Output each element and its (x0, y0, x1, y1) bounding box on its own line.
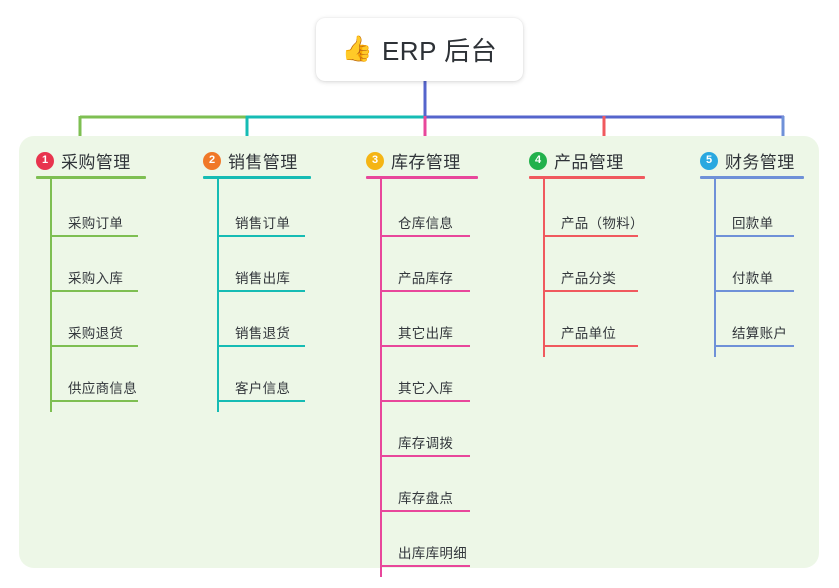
branch-header-1[interactable]: 1 采购管理 (36, 148, 131, 173)
leaf-label[interactable]: 产品（物料） (561, 216, 644, 231)
branch-header-5[interactable]: 5 财务管理 (700, 148, 795, 173)
branch-spine (543, 176, 545, 357)
leaf-rule (543, 290, 638, 292)
branch-title: 销售管理 (228, 153, 298, 172)
root-title: ERP 后台 (381, 36, 498, 66)
branch-spine (217, 176, 219, 412)
branch-badge-3: 3 (366, 151, 384, 170)
leaf-label[interactable]: 客户信息 (235, 381, 291, 396)
leaf-label[interactable]: 采购入库 (68, 271, 124, 286)
leaf-label[interactable]: 销售退货 (235, 326, 291, 341)
leaf-label[interactable]: 付款单 (732, 271, 774, 286)
leaf-label[interactable]: 采购退货 (68, 326, 124, 341)
leaf-rule (380, 510, 470, 512)
branch-title: 产品管理 (554, 153, 624, 172)
branch-badge-2: 2 (203, 151, 221, 170)
leaf-label[interactable]: 库存盘点 (398, 491, 454, 506)
branch-title: 采购管理 (61, 153, 131, 172)
branch-header-rule (36, 176, 146, 179)
branch-spine (714, 176, 716, 357)
leaf-label[interactable]: 库存调拨 (398, 436, 454, 451)
branches-panel (19, 136, 819, 568)
branch-header-rule (700, 176, 804, 179)
leaf-label[interactable]: 出库库明细 (398, 546, 467, 561)
leaf-rule (50, 400, 138, 402)
thumbs-up-icon: 👍 (341, 35, 373, 63)
branch-badge-5: 5 (700, 151, 718, 170)
leaf-label[interactable]: 其它出库 (398, 326, 454, 341)
leaf-rule (380, 565, 470, 567)
leaf-rule (543, 235, 638, 237)
leaf-rule (380, 235, 470, 237)
leaf-rule (380, 345, 470, 347)
branch-header-rule (366, 176, 478, 179)
leaf-rule (217, 290, 305, 292)
branch-title: 财务管理 (725, 153, 795, 172)
leaf-rule (380, 455, 470, 457)
branch-badge-1: 1 (36, 151, 54, 170)
branch-spine (380, 176, 382, 577)
branch-header-2[interactable]: 2 销售管理 (203, 148, 298, 173)
leaf-label[interactable]: 销售出库 (235, 271, 291, 286)
leaf-label[interactable]: 供应商信息 (68, 381, 137, 396)
leaf-label[interactable]: 产品库存 (398, 271, 454, 286)
leaf-label[interactable]: 产品分类 (561, 271, 617, 286)
leaf-rule (217, 400, 305, 402)
leaf-rule (714, 345, 794, 347)
root-node[interactable]: 👍 ERP 后台 (316, 18, 523, 81)
leaf-rule (714, 235, 794, 237)
leaf-rule (50, 290, 138, 292)
leaf-rule (217, 345, 305, 347)
branch-header-4[interactable]: 4 产品管理 (529, 148, 624, 173)
leaf-rule (380, 290, 470, 292)
leaf-rule (50, 235, 138, 237)
leaf-rule (380, 400, 470, 402)
branch-header-rule (529, 176, 645, 179)
branch-badge-4: 4 (529, 151, 547, 170)
leaf-label[interactable]: 销售订单 (235, 216, 291, 231)
leaf-label[interactable]: 结算账户 (732, 326, 788, 341)
leaf-label[interactable]: 其它入库 (398, 381, 454, 396)
branch-header-3[interactable]: 3 库存管理 (366, 148, 461, 173)
leaf-rule (50, 345, 138, 347)
leaf-rule (543, 345, 638, 347)
leaf-rule (217, 235, 305, 237)
branch-spine (50, 176, 52, 412)
branch-title: 库存管理 (391, 153, 461, 172)
leaf-label[interactable]: 产品单位 (561, 326, 617, 341)
leaf-label[interactable]: 回款单 (732, 216, 774, 231)
branch-header-rule (203, 176, 311, 179)
leaf-label[interactable]: 采购订单 (68, 216, 124, 231)
leaf-label[interactable]: 仓库信息 (398, 216, 454, 231)
leaf-rule (714, 290, 794, 292)
